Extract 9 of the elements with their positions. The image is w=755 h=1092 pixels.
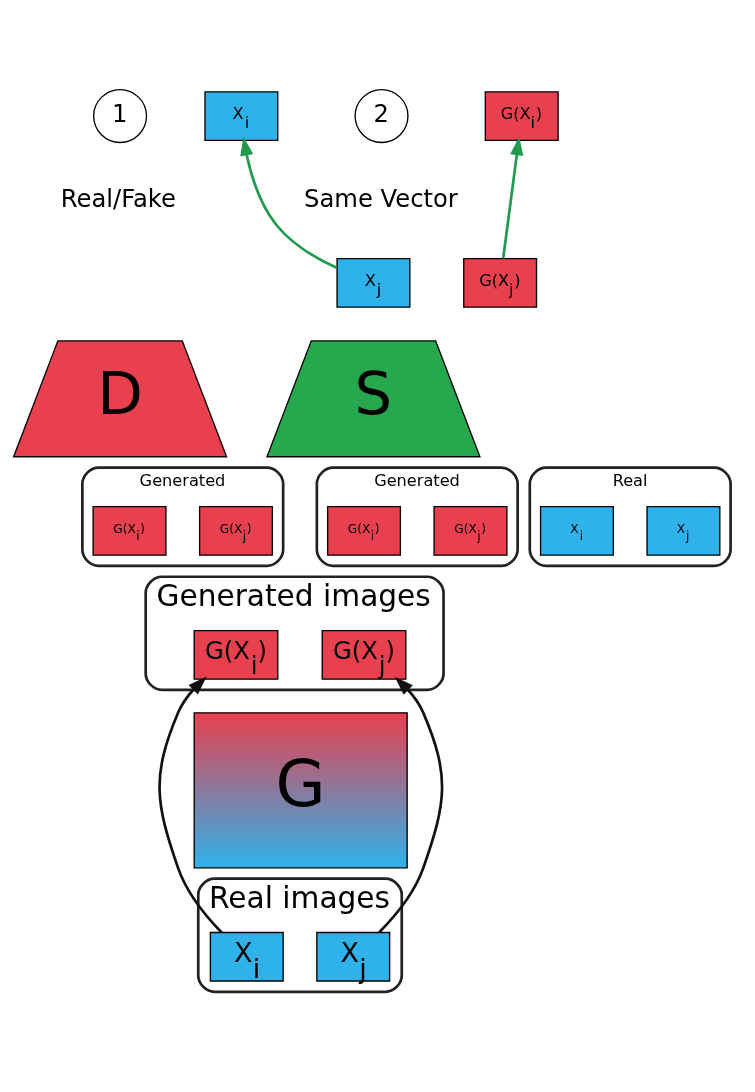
arrow — [501, 136, 524, 259]
node-circle: 2 — [354, 89, 409, 144]
node-circle: 1 — [93, 89, 148, 144]
arrow — [240, 136, 338, 270]
arrow — [158, 676, 223, 934]
label: Same Vector — [304, 183, 458, 213]
node-box: G — [193, 712, 408, 869]
label: Real/Fake — [60, 183, 176, 213]
arrow — [378, 676, 444, 934]
